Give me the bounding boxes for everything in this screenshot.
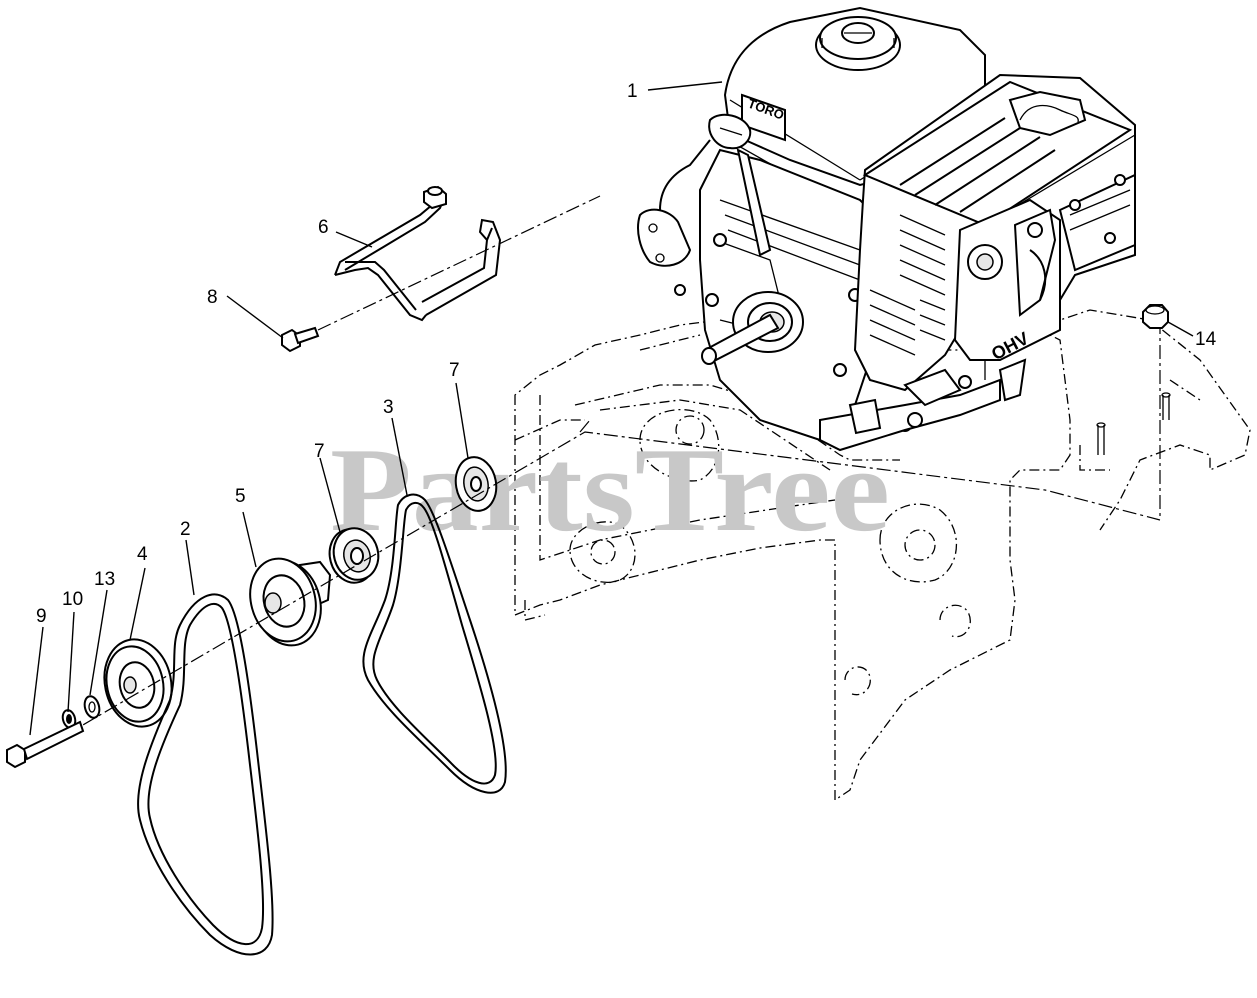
drive-pulley [249,557,332,647]
callout-2: 2 [180,519,191,540]
callout-1: 1 [627,81,638,102]
callout-7b: 7 [314,441,325,462]
hex-bolt [6,720,85,769]
idler-pulley-lower [328,527,380,584]
hex-nut [1142,304,1169,329]
callout-8: 8 [207,287,218,308]
callout-7a: 7 [449,360,460,381]
callout-9: 9 [36,606,47,627]
traction-belt [362,493,507,794]
callout-14: 14 [1195,329,1217,350]
callout-labels: 1 6 8 7 3 7 5 2 4 13 10 9 14 [36,81,1217,627]
callout-4: 6 [318,217,329,238]
belt-guide [334,185,502,322]
callout-leaders [29,81,1194,736]
hex-screw [281,326,320,353]
watermark: PartsTree [330,423,890,556]
callout-5: 5 [235,486,246,507]
callout-10: 10 [62,589,83,610]
auger-belt [137,593,274,956]
callout-6: 4 [137,544,148,565]
engine-assembly: TORO [637,6,1136,452]
brand-emblem: TORO [741,93,786,142]
callout-3: 3 [383,397,394,418]
callout-13: 13 [94,569,115,590]
flat-washer [83,695,101,719]
lock-washer [61,709,77,729]
auger-pulley [103,638,173,728]
